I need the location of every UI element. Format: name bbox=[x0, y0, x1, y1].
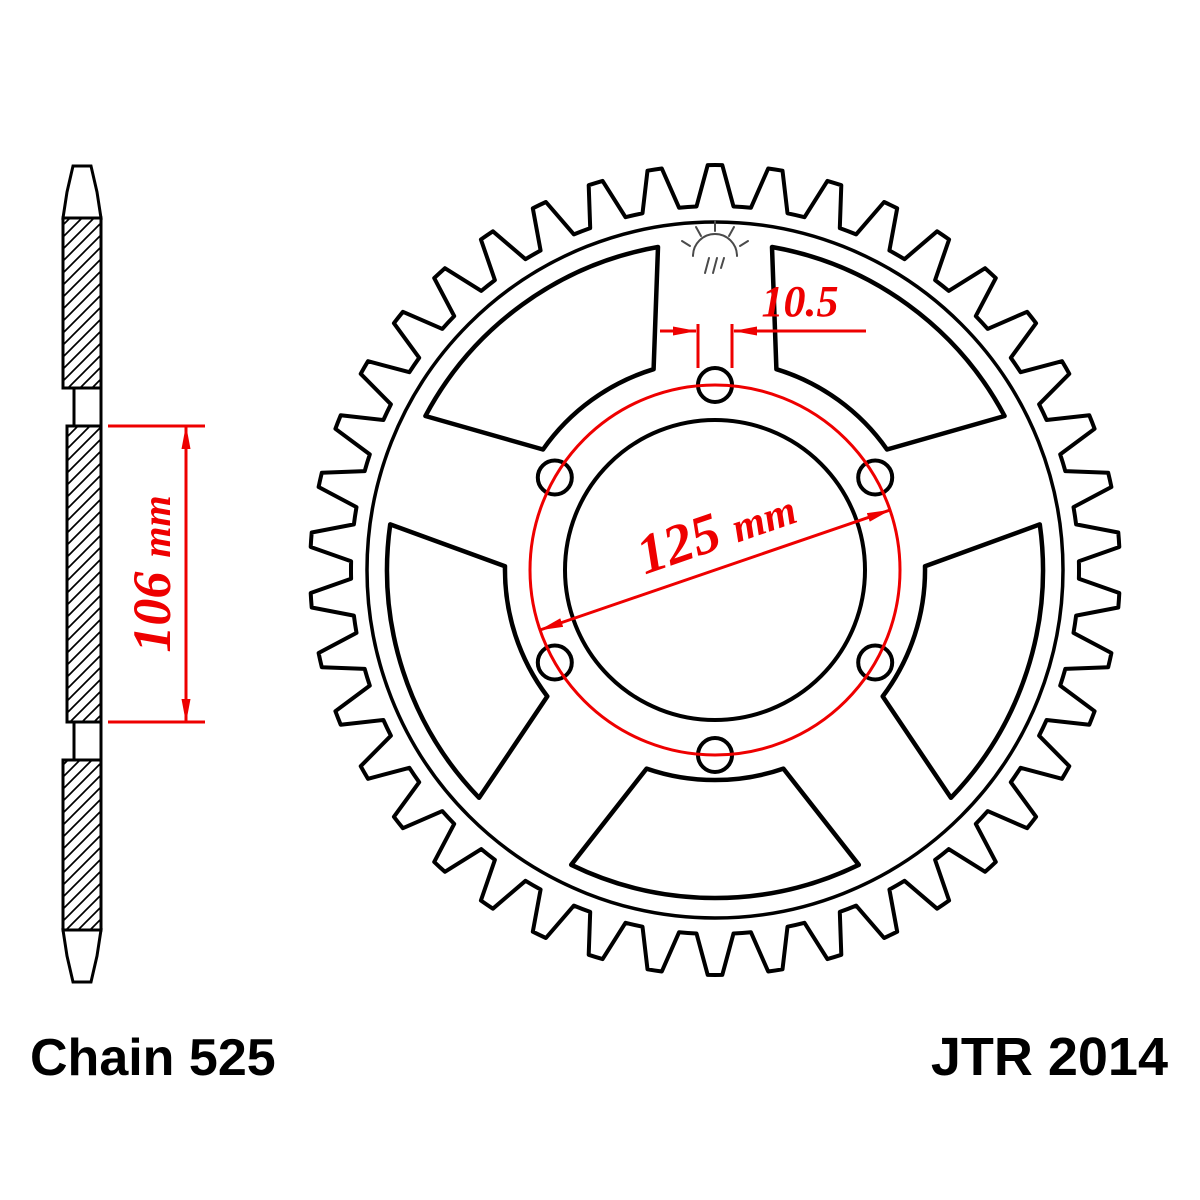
side-gap-top bbox=[72, 386, 103, 428]
window-cutout bbox=[423, 244, 661, 452]
jt-logo-mark bbox=[704, 257, 725, 274]
jt-logo-icon bbox=[681, 220, 749, 274]
window-cutout bbox=[769, 244, 1007, 452]
window-cutout bbox=[568, 766, 862, 901]
dim-106-unit: mm bbox=[134, 495, 179, 557]
dimension-106: 106 mm bbox=[108, 424, 205, 724]
chain-size-label: Chain 525 bbox=[30, 1029, 276, 1087]
jt-logo-arc bbox=[692, 233, 738, 257]
side-hatch-middle bbox=[65, 424, 103, 724]
side-hatch-bottom bbox=[61, 758, 103, 932]
side-bottom-tooth bbox=[61, 928, 103, 984]
side-top-tooth bbox=[61, 164, 103, 220]
dim-106-text: 106 mm bbox=[122, 495, 182, 652]
side-view bbox=[61, 164, 103, 984]
window-cutout bbox=[384, 522, 550, 801]
dim-10-5-extension-lines bbox=[696, 324, 734, 368]
side-hatch-top bbox=[61, 216, 103, 390]
part-number-label: JTR 2014 bbox=[931, 1027, 1168, 1087]
footer: Chain 525 JTR 2014 bbox=[30, 1027, 1168, 1087]
window-cutout bbox=[880, 522, 1046, 801]
dim-10-5-label: 10.5 bbox=[762, 277, 839, 326]
dim-125-line bbox=[539, 508, 891, 632]
dim-106-value: 106 bbox=[122, 572, 182, 653]
side-gap-bottom bbox=[72, 720, 103, 762]
dimension-10-5: 10.5 bbox=[660, 277, 866, 368]
jt-logo-rays bbox=[681, 220, 749, 247]
window-cutouts bbox=[384, 244, 1046, 901]
bolt-circle bbox=[528, 383, 902, 757]
